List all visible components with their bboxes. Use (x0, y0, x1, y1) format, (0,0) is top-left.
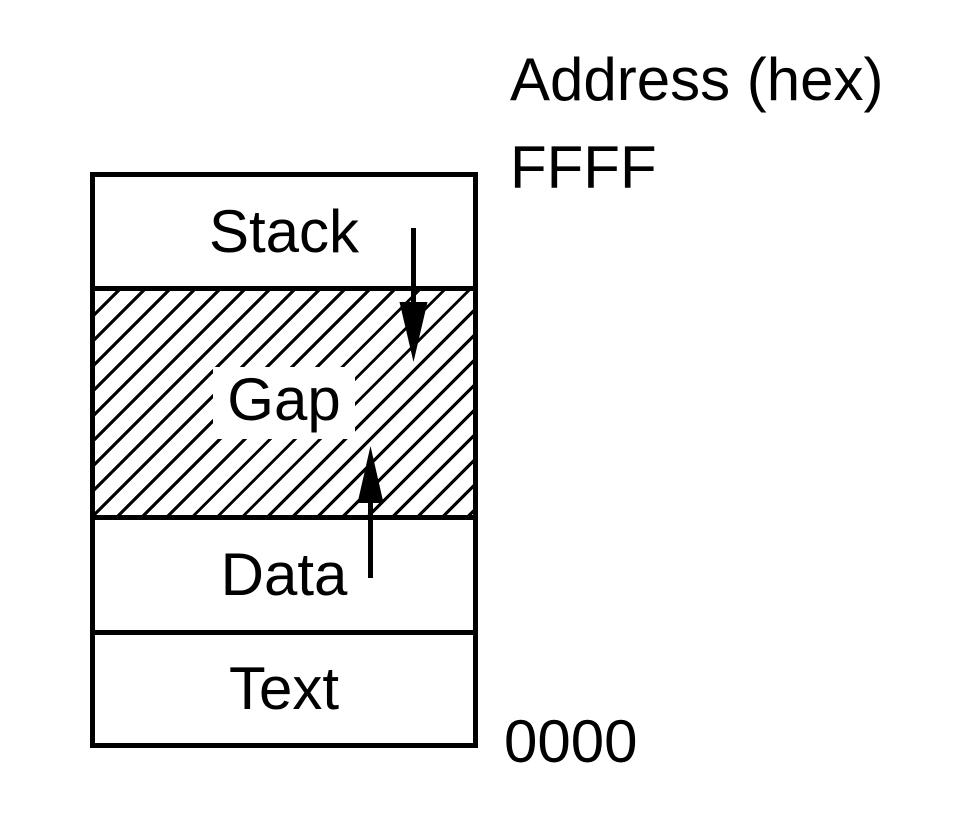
segment-text-label: Text (228, 655, 340, 722)
segment-data: Data (95, 515, 473, 630)
segment-data-label: Data (220, 541, 348, 608)
segment-gap: Gap (95, 286, 473, 515)
segment-stack-label: Stack (208, 197, 360, 265)
memory-box: Stack Gap Data Text (90, 172, 478, 748)
address-top-value: FFFF (510, 134, 657, 201)
segment-gap-label: Gap (213, 367, 355, 439)
address-axis-title: Address (hex) (510, 46, 884, 113)
segment-stack: Stack (95, 177, 473, 286)
address-bottom-value: 0000 (504, 708, 638, 775)
segment-text: Text (95, 630, 473, 743)
